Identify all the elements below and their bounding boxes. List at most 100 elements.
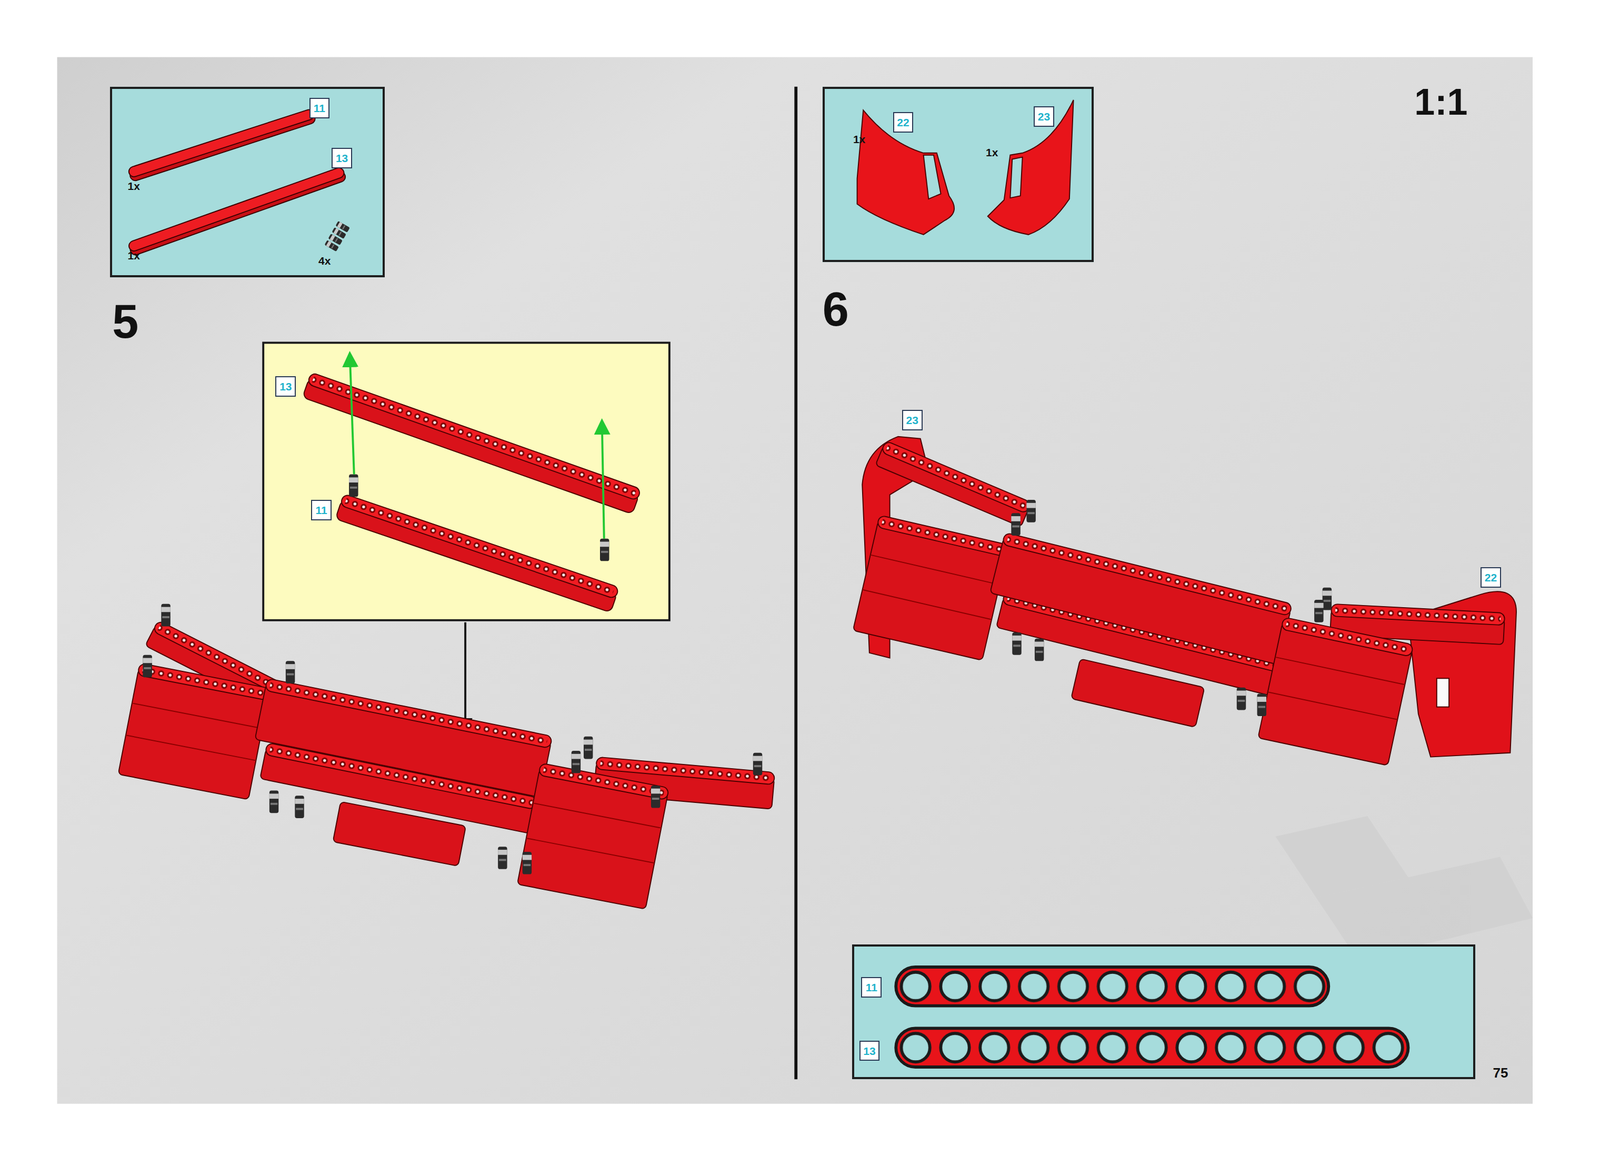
- lego-part-drawing: [127, 108, 315, 178]
- lego-part-drawing: [602, 426, 605, 539]
- step-number: 5: [112, 297, 139, 346]
- lego-part-drawing: [340, 493, 620, 599]
- lego-part-drawing: [600, 538, 609, 562]
- step-number: 6: [822, 285, 849, 334]
- parts-panel: 1x1x4x1113: [110, 86, 385, 278]
- lego-part-drawing: [118, 663, 270, 800]
- part-number: 11: [865, 982, 878, 994]
- lego-part-drawing: [1322, 587, 1332, 611]
- lego-part-drawing: [881, 441, 1032, 515]
- quantity-label: 1x: [127, 180, 140, 192]
- lego-part-drawing: [1335, 604, 1502, 626]
- lego-part-drawing: [862, 590, 993, 620]
- page-number: 75: [1492, 1066, 1508, 1080]
- lego-part-drawing: [870, 555, 1000, 586]
- part-number: 23: [906, 414, 919, 426]
- lego-part-drawing: [324, 221, 350, 252]
- lego-part-drawing: [1275, 657, 1406, 685]
- lego-part-drawing: [335, 221, 350, 233]
- part-number: 22: [1484, 572, 1497, 584]
- lego-part-drawing: [1314, 600, 1324, 623]
- lego-part-drawing: [923, 155, 942, 199]
- lego-part-drawing: [1026, 500, 1036, 523]
- lego-part-drawing: [542, 764, 666, 800]
- lego-part-drawing: [1267, 692, 1398, 720]
- lego-part-drawing: [57, 57, 1533, 1105]
- callout-number: 23: [902, 410, 923, 431]
- callout-number: 13: [331, 147, 353, 169]
- lego-part-drawing: [857, 110, 955, 235]
- lego-part-drawing: [583, 736, 593, 760]
- lego-part-drawing: [895, 1028, 1408, 1068]
- lego-part-drawing: [1034, 638, 1044, 662]
- lego-part-drawing: [533, 803, 662, 828]
- part-number: 22: [896, 116, 909, 128]
- lego-part-drawing: [350, 358, 355, 475]
- lego-part-drawing: [335, 493, 619, 613]
- lego-part-drawing: [125, 735, 256, 761]
- callout-number: 13: [275, 376, 296, 397]
- lego-part-drawing: [348, 474, 358, 498]
- lego-part-drawing: [522, 852, 532, 875]
- lego-part-drawing: [1012, 632, 1022, 656]
- lego-part-drawing: [263, 342, 670, 620]
- lego-part-drawing: [1331, 604, 1505, 626]
- lego-part-drawing: [753, 753, 763, 776]
- lego-part-drawing: [264, 678, 553, 749]
- lego-part-drawing: [987, 100, 1074, 235]
- lego-part-drawing: [571, 751, 581, 774]
- lego-part-drawing: [1010, 157, 1023, 199]
- lego-part-drawing: [538, 763, 669, 800]
- lego-part-drawing: [881, 516, 1006, 557]
- lego-part-drawing: [307, 372, 642, 502]
- lego-part-drawing: [127, 108, 317, 183]
- callout-number: 22: [893, 112, 914, 133]
- lego-part-drawing: [137, 663, 270, 701]
- lego-part-drawing: [1281, 617, 1414, 657]
- lego-part-drawing: [132, 703, 263, 729]
- callout-number: 11: [311, 500, 332, 521]
- lego-part-drawing: [1257, 617, 1414, 766]
- lego-part-drawing: [142, 655, 152, 678]
- lego-part-drawing: [141, 664, 267, 700]
- lego-part-drawing: [990, 532, 1293, 665]
- parts-panel: 1:11113: [852, 944, 1476, 1080]
- lego-part-drawing: [1006, 533, 1289, 616]
- lego-part-drawing: [895, 967, 1329, 1007]
- lego-part-drawing: [294, 795, 304, 819]
- lego-part-drawing: [110, 86, 385, 278]
- lego-part-drawing: [497, 846, 507, 870]
- quantity-label: 1x: [853, 133, 866, 145]
- lego-part-drawing: [794, 86, 798, 1080]
- lego-part-drawing: [1002, 532, 1293, 617]
- lego-part-drawing: [853, 515, 1009, 661]
- part-number: 13: [279, 381, 292, 393]
- callout-number: 11: [861, 977, 882, 998]
- lego-part-drawing: [311, 373, 638, 500]
- lego-part-drawing: [343, 495, 616, 598]
- parts-panel: 1x1x2223: [822, 86, 1095, 263]
- lego-part-drawing: [1257, 693, 1267, 717]
- lego-part-drawing: [464, 622, 467, 723]
- lego-part-drawing: [895, 1028, 1408, 1068]
- lego-part-drawing: [876, 515, 1009, 557]
- part-number: 11: [315, 504, 328, 516]
- lego-part-drawing: [1236, 687, 1246, 711]
- lego-part-drawing: [269, 791, 279, 814]
- scale-label: 1:1: [1414, 83, 1468, 121]
- part-number: 11: [313, 102, 326, 114]
- lego-part-drawing: [254, 678, 553, 798]
- lego-part-drawing: [127, 166, 347, 257]
- lego-part-drawing: [822, 86, 1095, 263]
- quantity-label: 1x: [985, 146, 998, 158]
- callout-number: 13: [859, 1041, 880, 1062]
- lego-part-drawing: [875, 441, 1032, 528]
- lego-part-drawing: [285, 661, 295, 684]
- part-number: 13: [335, 152, 348, 164]
- lego-part-drawing: [268, 679, 549, 748]
- lego-part-drawing: [1011, 513, 1020, 536]
- lego-part-drawing: [254, 684, 552, 798]
- quantity-label: 1x: [127, 250, 140, 262]
